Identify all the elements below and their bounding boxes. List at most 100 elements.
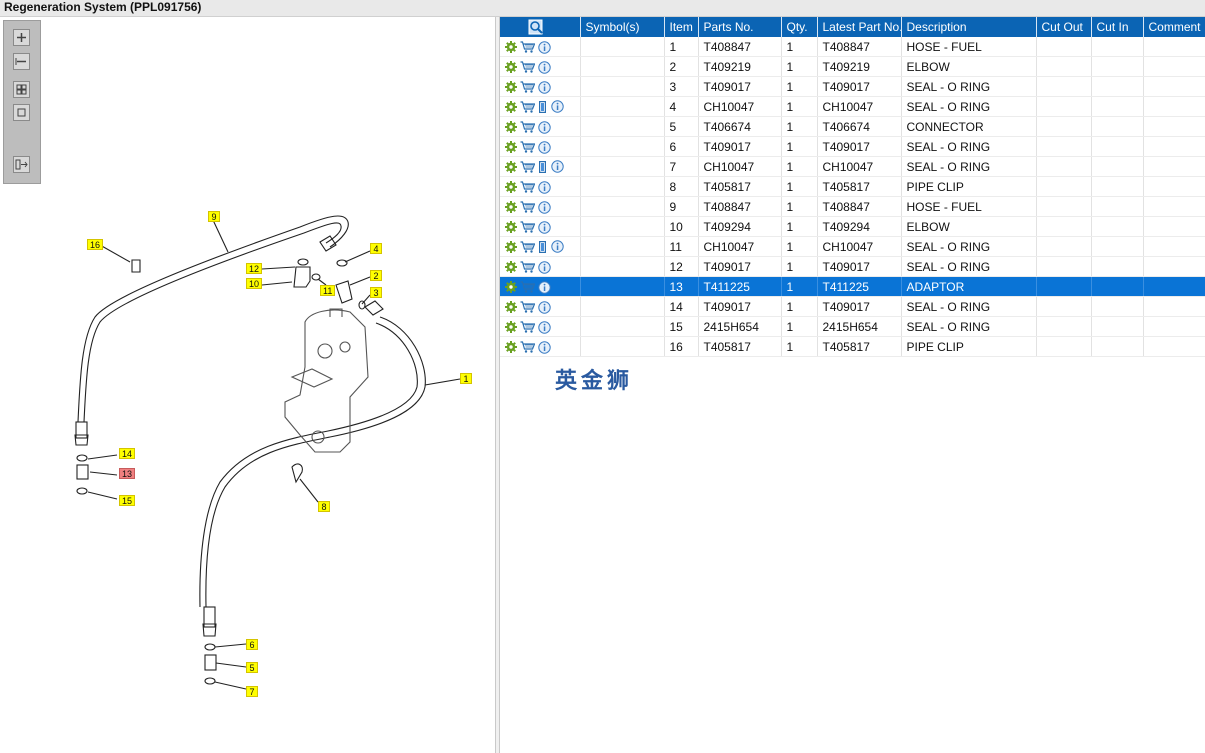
column-header-qty[interactable]: Qty. <box>781 17 818 37</box>
column-header-symbols[interactable]: Symbol(s) <box>580 17 665 37</box>
cart-icon[interactable] <box>520 141 535 153</box>
cart-icon[interactable] <box>520 301 535 313</box>
info-icon[interactable] <box>538 260 551 274</box>
info-icon[interactable] <box>538 340 551 354</box>
gear-icon[interactable] <box>505 321 517 334</box>
callout-12[interactable]: 12 <box>246 263 263 274</box>
zoom-in-icon[interactable] <box>13 29 30 46</box>
info-icon[interactable] <box>538 280 551 294</box>
info-icon[interactable] <box>551 100 564 114</box>
callout-2[interactable]: 2 <box>370 270 382 281</box>
column-header-item[interactable]: Item <box>664 17 699 37</box>
callout-15[interactable]: 15 <box>119 495 136 506</box>
gear-icon[interactable] <box>505 240 517 253</box>
column-header-comment[interactable]: Comment <box>1143 17 1205 37</box>
cart-icon[interactable] <box>520 81 535 93</box>
callout-4[interactable]: 4 <box>370 243 382 254</box>
info-icon[interactable] <box>538 80 551 94</box>
zoom-out-icon[interactable] <box>13 53 30 70</box>
callout-9[interactable]: 9 <box>208 211 220 222</box>
column-header-description[interactable]: Description <box>901 17 1037 37</box>
callout-16[interactable]: 16 <box>87 239 104 250</box>
cart-icon[interactable] <box>520 121 535 133</box>
column-header-parts-no[interactable]: Parts No. <box>698 17 782 37</box>
gear-icon[interactable] <box>505 281 517 294</box>
callout-3[interactable]: 3 <box>370 287 382 298</box>
cart-icon[interactable] <box>520 181 535 193</box>
callout-7[interactable]: 7 <box>246 686 258 697</box>
gear-icon[interactable] <box>505 100 517 113</box>
info-icon[interactable] <box>538 320 551 334</box>
cart-icon[interactable] <box>520 101 535 113</box>
cart-icon[interactable] <box>520 261 535 273</box>
book-icon[interactable] <box>538 160 548 174</box>
info-icon[interactable] <box>538 300 551 314</box>
info-icon[interactable] <box>538 60 551 74</box>
info-icon[interactable] <box>538 200 551 214</box>
column-header-latest-part-no[interactable]: Latest Part No. <box>817 17 902 37</box>
info-icon[interactable] <box>538 220 551 234</box>
gear-icon[interactable] <box>505 61 517 74</box>
callout-11[interactable]: 11 <box>320 285 336 296</box>
gear-icon[interactable] <box>505 121 517 134</box>
info-icon[interactable] <box>551 240 564 254</box>
gear-icon[interactable] <box>505 160 517 173</box>
gear-icon[interactable] <box>505 141 517 154</box>
info-icon[interactable] <box>538 140 551 154</box>
info-icon[interactable] <box>538 40 551 54</box>
fit-window-icon[interactable] <box>13 104 30 121</box>
cart-icon[interactable] <box>520 41 535 53</box>
callout-5[interactable]: 5 <box>246 662 258 673</box>
cart-icon[interactable] <box>520 61 535 73</box>
column-header-cut-in[interactable]: Cut In <box>1091 17 1144 37</box>
callout-8[interactable]: 8 <box>318 501 330 512</box>
callout-14[interactable]: 14 <box>119 448 136 459</box>
cart-icon[interactable] <box>520 241 535 253</box>
gear-icon[interactable] <box>505 201 517 214</box>
info-icon[interactable] <box>538 120 551 134</box>
callout-6[interactable]: 6 <box>246 639 258 650</box>
gear-icon[interactable] <box>505 261 517 274</box>
book-icon[interactable] <box>538 240 548 254</box>
gear-icon[interactable] <box>505 301 517 314</box>
toggle-panel-icon[interactable] <box>13 156 30 173</box>
search-parts-icon[interactable] <box>527 19 545 35</box>
callout-1[interactable]: 1 <box>460 373 472 384</box>
gear-icon[interactable] <box>505 81 517 94</box>
diagram-pane[interactable] <box>0 17 496 753</box>
cart-icon[interactable] <box>520 161 535 173</box>
gear-icon[interactable] <box>505 221 517 234</box>
cart-icon[interactable] <box>520 221 535 233</box>
cart-icon[interactable] <box>520 201 535 213</box>
column-header-cut-out[interactable]: Cut Out <box>1036 17 1092 37</box>
fit-all-icon[interactable] <box>13 81 30 98</box>
info-icon[interactable] <box>538 180 551 194</box>
column-header-actions[interactable] <box>500 17 581 37</box>
gear-icon[interactable] <box>505 341 517 354</box>
parts-diagram[interactable] <box>0 17 495 753</box>
cart-icon[interactable] <box>520 281 535 293</box>
callout-10[interactable]: 10 <box>246 278 263 289</box>
cart-icon[interactable] <box>520 321 535 333</box>
cart-icon[interactable] <box>520 341 535 353</box>
pane-splitter[interactable] <box>496 17 500 753</box>
gear-icon[interactable] <box>505 41 517 54</box>
book-icon[interactable] <box>538 100 548 114</box>
callout-13[interactable]: 13 <box>119 468 136 479</box>
